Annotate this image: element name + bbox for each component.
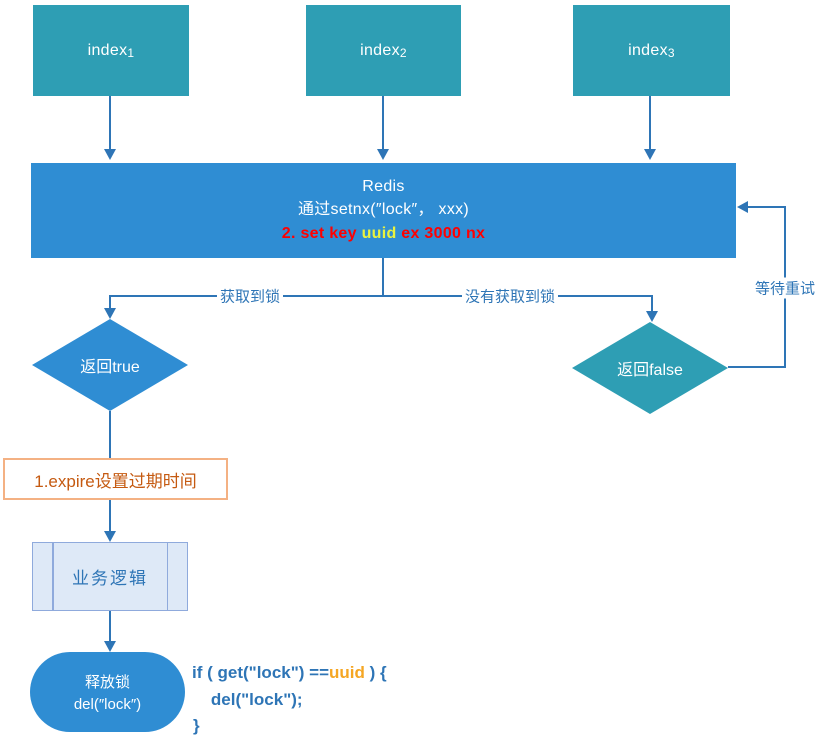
node-index3-sub: 3 — [667, 45, 675, 60]
node-expire-note-label: 1.expire设置过期时间 — [34, 471, 197, 491]
edge-branch-hline — [109, 295, 653, 297]
edge-retry-bottom-hline — [728, 366, 786, 368]
edge-redis-branch-stem — [382, 258, 384, 297]
code-line-1-post: ) { — [364, 663, 387, 682]
edge-branch-true-arrowhead — [104, 308, 116, 319]
node-return-true-label: 返回true — [80, 359, 140, 376]
redis-title: Redis — [362, 177, 405, 195]
node-index2-label: index — [360, 41, 400, 59]
edge-index1-redis-arrowhead — [104, 149, 116, 160]
edge-index1-redis-line — [109, 96, 111, 149]
edge-branch-false-line — [651, 295, 653, 311]
edge-branch-true-line — [109, 295, 111, 309]
redis-setnx-line: 通过setnx(″lock″， xxx) — [297, 201, 470, 219]
redis-setkey-line: 2. set key uuid ex 3000 nx — [282, 223, 485, 245]
node-release-lock-del: del(″lock″) — [73, 696, 142, 713]
node-index1-label: index — [87, 41, 128, 59]
edge-branch-false-arrowhead — [646, 311, 658, 322]
edge-retry-top-hline — [748, 206, 786, 208]
edge-label-not-acquired: 没有获取到锁 — [461, 285, 559, 307]
edge-index3-redis-arrowhead — [644, 149, 656, 160]
node-index3-label: index — [628, 41, 668, 59]
node-return-false-label: 返回false — [617, 362, 683, 379]
edge-expire-business-line — [109, 500, 111, 531]
edge-label-acquired: 获取到锁 — [216, 285, 284, 307]
redis-setkey-post: ex 3000 nx — [396, 224, 486, 242]
process-right-bar — [166, 543, 168, 610]
node-business-logic: 业务逻辑 — [32, 542, 188, 611]
edge-label-retry: 等待重试 — [751, 277, 819, 299]
node-redis: Redis 通过setnx(″lock″， xxx) 2. set key uu… — [31, 163, 736, 258]
redis-setkey-uuid: uuid — [361, 224, 397, 242]
edge-true-expire-line — [109, 411, 111, 458]
code-line-1: if ( get("lock") ==uuid ) { — [192, 663, 387, 683]
node-index2-sub: 2 — [399, 45, 407, 60]
process-left-bar — [52, 543, 54, 610]
edge-business-release-arrowhead — [104, 641, 116, 652]
node-release-lock: 释放锁 del(″lock″) — [30, 652, 185, 732]
code-line-3: } — [193, 716, 200, 735]
node-return-false: 返回false — [572, 322, 728, 414]
code-line-1-uuid: uuid — [329, 663, 365, 682]
edge-index2-redis-arrowhead — [377, 149, 389, 160]
redis-setkey-pre: 2. set key — [281, 224, 362, 242]
edge-business-release-line — [109, 611, 111, 642]
edge-expire-business-arrowhead — [104, 531, 116, 542]
code-line-2: del("lock"); — [192, 690, 303, 709]
edge-index3-redis-line — [649, 96, 651, 149]
node-release-lock-title: 释放锁 — [84, 674, 130, 691]
node-business-logic-label: 业务逻辑 — [72, 569, 148, 588]
node-index1-sub: 1 — [127, 45, 135, 60]
node-return-true: 返回true — [32, 319, 188, 411]
edge-retry-arrowhead — [737, 201, 748, 213]
edge-index2-redis-line — [382, 96, 384, 149]
code-line-1-pre: if ( get("lock") == — [192, 663, 330, 682]
node-expire-note: 1.expire设置过期时间 — [3, 458, 228, 500]
